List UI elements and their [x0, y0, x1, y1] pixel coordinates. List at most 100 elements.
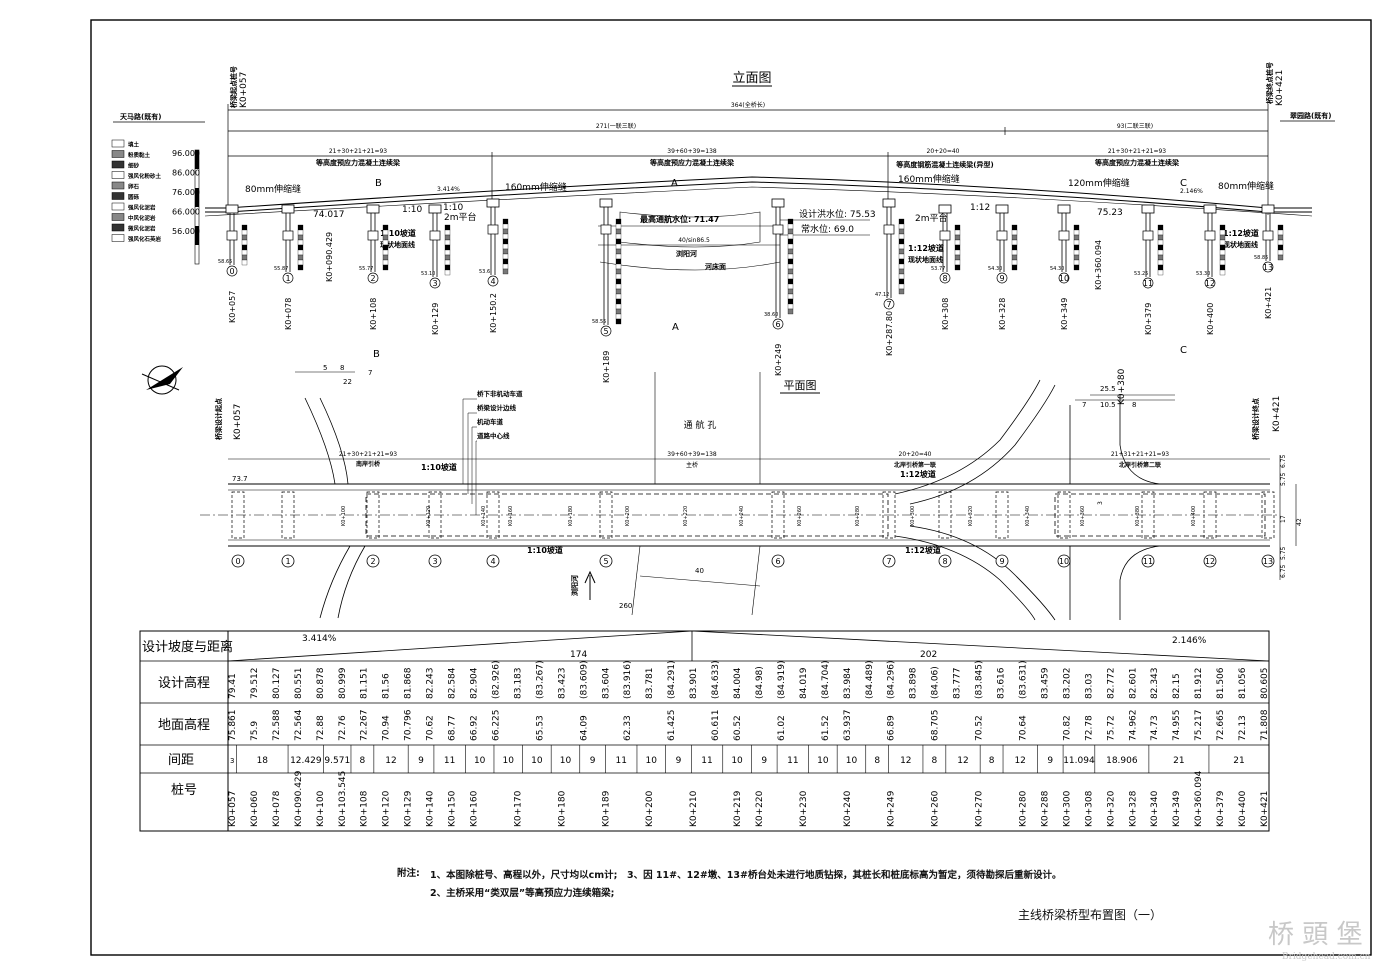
spacing-value: 3 [230, 757, 234, 765]
plan-span-3-name: 北岸引桥第一联 [894, 461, 936, 469]
plan-view: 平面图 桥梁设计起点 K0+057 桥梁设计终点 K0+421 K0+380 5… [141, 364, 1303, 621]
pier-cap [1261, 204, 1275, 214]
design-elev: 83.03 [1084, 673, 1094, 699]
ground-elev: 75.9 [250, 721, 260, 741]
pier-number-circle [429, 277, 441, 289]
plan-pier [486, 491, 500, 539]
station-value: K0+349 [1172, 790, 1182, 827]
channel-width: 40/sin86.5 [678, 237, 710, 244]
spacing-value: 18.906 [1106, 756, 1138, 766]
group4-desc: 等高度预应力混凝土连续梁 [1094, 158, 1180, 167]
plan-pier-circle [995, 554, 1009, 568]
pier-number-circle [939, 272, 951, 284]
design-elev: 84.004 [733, 667, 743, 699]
design-elev: 80.605 [1260, 668, 1270, 700]
plan-station-tag: K0+220 [683, 506, 689, 526]
spacing-value: 12.429 [290, 756, 322, 766]
spacing-value: 9 [418, 756, 424, 766]
plan-station-tag: K0+240 [739, 506, 745, 526]
ground-elev: 75.72 [1106, 715, 1116, 741]
ground-elev: 72.76 [338, 715, 348, 741]
plan-dim-40: 40 [695, 567, 704, 575]
table-dist-right: 202 [920, 650, 937, 660]
pier-station: K0+150.2 [489, 293, 498, 333]
plan-right-dim: 6.75 [1280, 564, 1287, 578]
pier-number-circle [772, 318, 784, 330]
design-elev: 80.999 [338, 667, 348, 699]
pier-bottom-elev: 54.30 [988, 266, 1002, 272]
station-value: K0+270 [975, 790, 985, 827]
ground-elev: 71.808 [1260, 709, 1270, 741]
table-grade-right: 2.146% [1172, 636, 1207, 646]
joint-4: 120mm伸缩缝 [1068, 177, 1130, 189]
legend-item: 填土 [128, 141, 140, 149]
platform-2m-b: 2m平台 [915, 212, 948, 224]
plan-pier-number: 3 [432, 557, 437, 566]
legend-swatch [111, 150, 125, 158]
design-elev: 81.56 [382, 673, 392, 699]
station-value: K0+057 [228, 791, 238, 827]
pier-station: K0+308 [941, 298, 950, 330]
elev-end-label: 桥梁终点桩号 [1265, 62, 1274, 104]
slope-c: 1:12 [970, 203, 990, 213]
elev-start-label: 桥梁起点桩号 [229, 66, 238, 108]
plan-pier-number: 8 [942, 557, 947, 566]
elev-scale-label: 76.000 [172, 188, 200, 197]
design-elev: (84.296) [887, 660, 897, 699]
plan-station-tag: K0+340 [1025, 506, 1031, 526]
pier-number: 4 [490, 277, 495, 286]
design-elev: 83.183 [513, 668, 523, 700]
legend-swatch [111, 223, 125, 232]
plan-pier-circle [771, 554, 785, 568]
pier-station: K0+328 [998, 298, 1007, 330]
pier-station: K0+421 [1264, 287, 1273, 319]
station-value: K0+288 [1040, 790, 1050, 827]
pier-station: K0+129 [431, 303, 440, 335]
station-value: K0+260 [931, 790, 941, 827]
legend-swatch [111, 171, 125, 179]
design-elev: (84.06) [931, 666, 941, 699]
station-value: K0+280 [1018, 790, 1028, 827]
design-elev: (84.919) [777, 660, 787, 699]
plan-right-dim: 17 [1280, 515, 1287, 523]
spacing-value: 8 [989, 756, 995, 766]
ground-elev: 70.82 [1062, 715, 1072, 741]
design-elev: 80.551 [294, 668, 304, 700]
pier-cap [1203, 204, 1217, 214]
spacing-value: 9 [1047, 756, 1053, 766]
plan-dim-8: 8 [340, 364, 344, 372]
plan-pier-number: 4 [490, 557, 495, 566]
pier-bottom-elev: 55.87 [274, 266, 288, 272]
profile-table: 3.414% 174 2.146% 202 设计坡度与距离 设计高程 地面高程 … [139, 630, 1270, 832]
pier-number-circle [600, 325, 612, 337]
group4-formula: 21+30+21+21=93 [1108, 148, 1166, 155]
spacing-value: 11 [444, 756, 455, 766]
pier-cap [366, 204, 380, 214]
lane-label-1: 桥下非机动车道 [477, 389, 523, 398]
pier-number-circle [367, 272, 379, 284]
ground-elev: 66.225 [491, 710, 501, 742]
elevation-title: 立面图 [732, 71, 771, 86]
legend-item: 强风化泥岩 [128, 204, 156, 212]
plan-pier [938, 491, 952, 539]
pier-bottom-elev: 53.6 [479, 269, 490, 275]
pier-number-circle [1058, 272, 1070, 284]
ground-elev: 74.955 [1172, 710, 1182, 742]
spacing-value: 11 [701, 756, 712, 766]
spacing-value: 11 [787, 756, 798, 766]
plan-pier-number: 6 [775, 557, 780, 566]
legend-swatch [111, 192, 125, 200]
lane-label-4: 道路中心线 [477, 431, 510, 440]
station-value: K0+240 [843, 790, 853, 827]
plan-dim-row-8: 8 [1132, 401, 1136, 409]
legend-item: 中风化泥岩 [128, 214, 156, 222]
plan-station-tag: K0+280 [855, 506, 861, 526]
station-value: K0+150 [448, 790, 458, 827]
spacing-value: 9 [761, 756, 767, 766]
pier-cap [428, 204, 442, 214]
station-value: K0+379 [1216, 790, 1226, 827]
spacing-value: 11.094 [1063, 756, 1095, 766]
plan-pier-number: 1 [285, 557, 290, 566]
plan-start-station: K0+057 [233, 404, 243, 440]
pier-station: K0+400 [1206, 303, 1215, 335]
